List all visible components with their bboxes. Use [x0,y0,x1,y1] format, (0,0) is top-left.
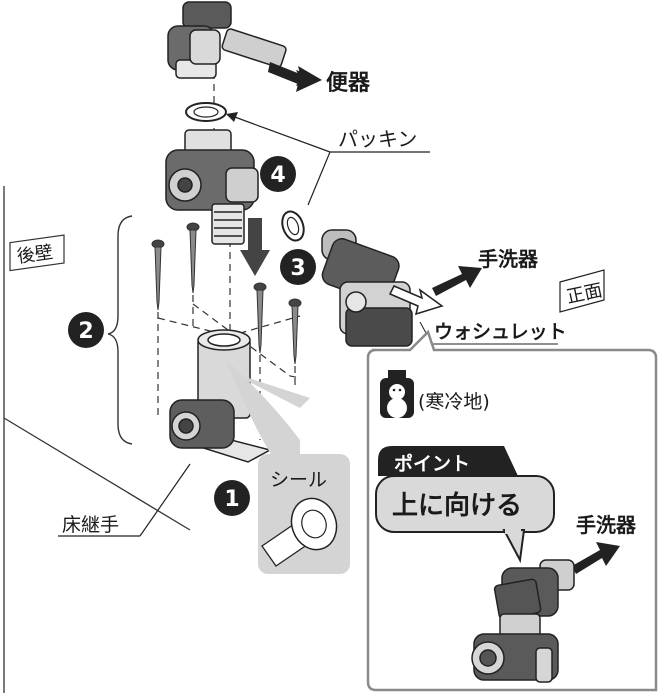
screw-2 [186,222,200,294]
seal-callout: シール [226,360,350,574]
step-2-marker: 2 [68,312,104,348]
toilet-label: 便器 [326,71,371,96]
inset-tee-fitting [471,559,575,683]
cross-fitting [165,129,259,245]
screw-1 [151,239,165,311]
turn-up-bubble: 上に向ける [375,475,555,564]
cold-region-label: (寒冷地) [418,391,490,413]
inset-arrow-handwasher [572,542,620,574]
screw-3 [253,282,267,354]
packing-ring-side [281,210,305,242]
toilet-elbow-fitting [167,1,287,79]
wall-lines [3,186,191,693]
step2-bracket [107,215,133,445]
snowman-icon [380,370,414,418]
rear-wall-text: 後壁 [16,242,55,268]
rear-wall-label: 後壁 [9,234,65,272]
packing-callout: パッキン [226,112,430,206]
arrow-to-toilet [268,62,322,92]
down-arrow [240,218,270,276]
svg-text:4: 4 [270,163,285,188]
washlet-label: ウォシュレット [434,321,567,343]
packing-label: パッキン [338,127,417,151]
svg-text:2: 2 [78,319,93,344]
svg-text:3: 3 [290,256,305,281]
step-4-marker: 4 [260,156,296,192]
svg-text:1: 1 [224,487,239,512]
seal-tape-roll [261,497,338,567]
handwasher-label-top: 手洗器 [478,247,539,271]
seal-label: シール [270,469,327,491]
arrow-to-handwasher [432,266,482,296]
step-3-marker: 3 [280,249,316,285]
screws [151,222,302,365]
floor-joint-label: 床継手 [62,514,119,536]
cold-region-inset: (寒冷地) ポイント 上に向ける 手洗器 [366,329,658,692]
packing-ring-top [185,102,227,122]
front-label: 正面 [559,269,605,313]
handwasher-label-inset: 手洗器 [576,513,637,537]
point-tab: ポイント [378,446,518,476]
point-label: ポイント [394,452,470,475]
screw-4 [288,298,302,365]
floor-joint-leader [139,463,191,537]
turn-up-label: 上に向ける [392,490,522,521]
step-1-marker: 1 [214,480,250,516]
arrow-to-washlet [388,285,444,316]
